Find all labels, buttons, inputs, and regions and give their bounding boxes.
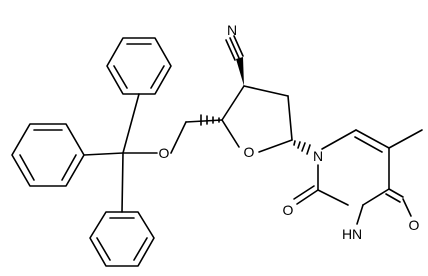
svg-text:O: O	[159, 145, 170, 161]
methyl-bond	[388, 129, 423, 149]
nitrile-triple-bond	[225, 35, 244, 61]
thymine-ring	[317, 129, 390, 206]
phenyl-ring-top	[106, 37, 172, 95]
atom-label-carbonyl-o4: O	[409, 217, 420, 233]
hashed-wedge-c4	[200, 114, 220, 126]
sugar-ring	[221, 85, 293, 153]
hashed-wedge-c1	[293, 140, 311, 155]
atom-label-ring-o: O	[244, 144, 255, 160]
phenyl-ring-bottom	[89, 211, 155, 267]
carbonyl-c2	[293, 185, 319, 205]
atom-label-cyano-n: N	[227, 22, 237, 38]
n3-c4-bond	[356, 204, 364, 225]
svg-text:N: N	[352, 226, 362, 242]
svg-text:O: O	[244, 144, 255, 160]
phenyl-ring-left	[11, 123, 85, 187]
svg-text:N: N	[227, 22, 237, 38]
svg-text:N: N	[313, 148, 323, 164]
solid-wedge-c3	[236, 57, 244, 86]
c4-o4-link	[402, 198, 412, 217]
ether-linkage	[170, 119, 223, 154]
atom-label-n3h: H N	[342, 226, 362, 242]
atom-label-n1: N	[313, 148, 323, 164]
svg-text:O: O	[409, 217, 420, 233]
atom-label-ether-o: O	[159, 145, 170, 161]
svg-text:H: H	[342, 226, 352, 242]
trityl-bonds	[83, 93, 158, 213]
svg-text:O: O	[283, 202, 294, 218]
atom-label-carbonyl-o2: O	[283, 202, 294, 218]
carbonyl-c4	[385, 188, 404, 203]
